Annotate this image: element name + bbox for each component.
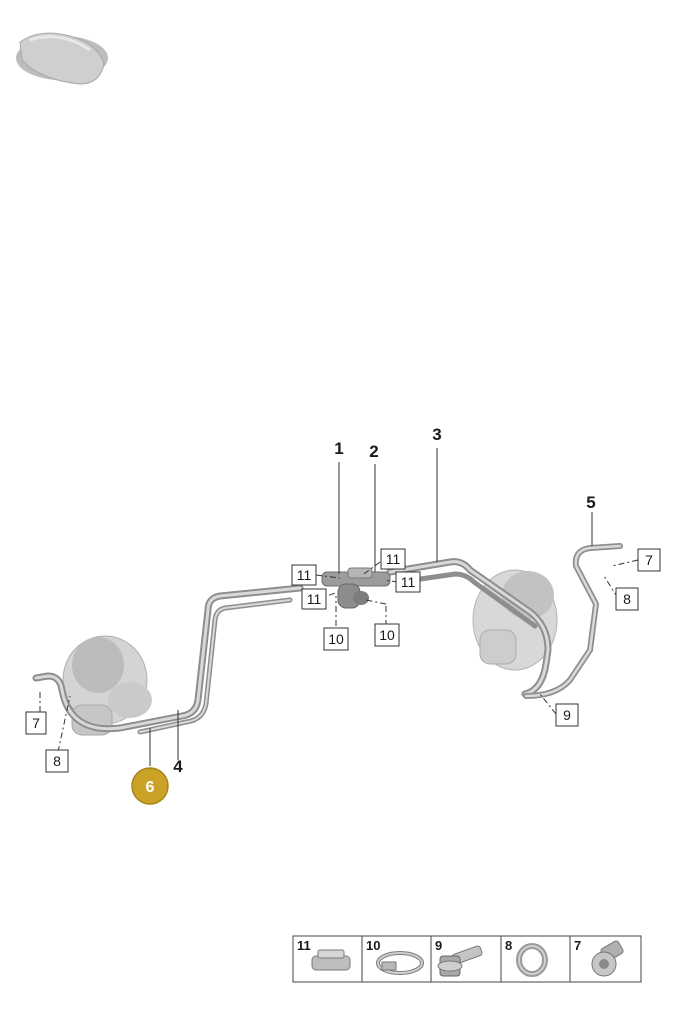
legend-item-7[interactable]: 7 xyxy=(574,938,624,977)
fastener-legend: 11 10 9 8 xyxy=(292,935,642,983)
boxed-callout-11-d: 11 xyxy=(395,571,421,593)
svg-text:8: 8 xyxy=(623,591,631,607)
boxed-callout-9: 9 xyxy=(555,703,579,727)
svg-text:11: 11 xyxy=(297,567,312,583)
svg-text:11: 11 xyxy=(297,938,311,953)
torx-bolt-icon xyxy=(591,940,624,977)
callout-6-label: 6 xyxy=(146,779,155,796)
callout-4: 4 xyxy=(173,757,183,776)
svg-text:10: 10 xyxy=(379,627,395,643)
svg-text:9: 9 xyxy=(435,938,442,953)
callout-3: 3 xyxy=(432,425,441,444)
legend-item-9[interactable]: 9 xyxy=(435,938,483,977)
svg-text:11: 11 xyxy=(401,574,416,590)
boxed-callout-11-a: 11 xyxy=(291,564,317,586)
svg-text:11: 11 xyxy=(386,551,401,567)
svg-text:10: 10 xyxy=(366,938,380,953)
boxed-callout-10-a: 10 xyxy=(323,627,349,651)
callout-5: 5 xyxy=(586,493,595,512)
boxed-callout-11-c: 11 xyxy=(380,548,406,570)
svg-text:7: 7 xyxy=(32,715,40,731)
svg-text:8: 8 xyxy=(505,938,512,953)
callout-1: 1 xyxy=(334,439,343,458)
legend-item-11[interactable]: 11 xyxy=(297,938,351,971)
svg-text:11: 11 xyxy=(307,591,322,607)
leader-lines xyxy=(149,448,593,766)
boxed-callout-8-right: 8 xyxy=(615,587,639,611)
t-piece-assembly xyxy=(321,567,391,609)
band-clamp-icon xyxy=(376,951,424,975)
callout-6-highlighted[interactable]: 6 xyxy=(131,767,169,805)
boxed-callout-7-left: 7 xyxy=(25,711,47,735)
svg-text:7: 7 xyxy=(574,938,581,953)
seal-ring-icon xyxy=(516,943,548,977)
boxed-callout-11-b: 11 xyxy=(301,588,327,610)
hose-clamp-icon xyxy=(311,949,351,971)
coolant-pipes xyxy=(32,543,623,735)
boxed-callout-10-b: 10 xyxy=(374,623,400,647)
svg-text:9: 9 xyxy=(563,707,571,723)
legend-item-10[interactable]: 10 xyxy=(366,938,424,975)
turbocharger-left xyxy=(62,635,152,736)
boxed-callout-8-left: 8 xyxy=(45,749,69,773)
svg-text:10: 10 xyxy=(328,631,344,647)
car-silhouette-icon xyxy=(16,32,108,85)
legend-item-8[interactable]: 8 xyxy=(505,938,548,977)
boxed-callout-7-right: 7 xyxy=(637,548,661,572)
flange-bolt-icon xyxy=(437,945,483,977)
svg-text:7: 7 xyxy=(645,552,653,568)
callout-2: 2 xyxy=(369,442,378,461)
svg-text:8: 8 xyxy=(53,753,61,769)
